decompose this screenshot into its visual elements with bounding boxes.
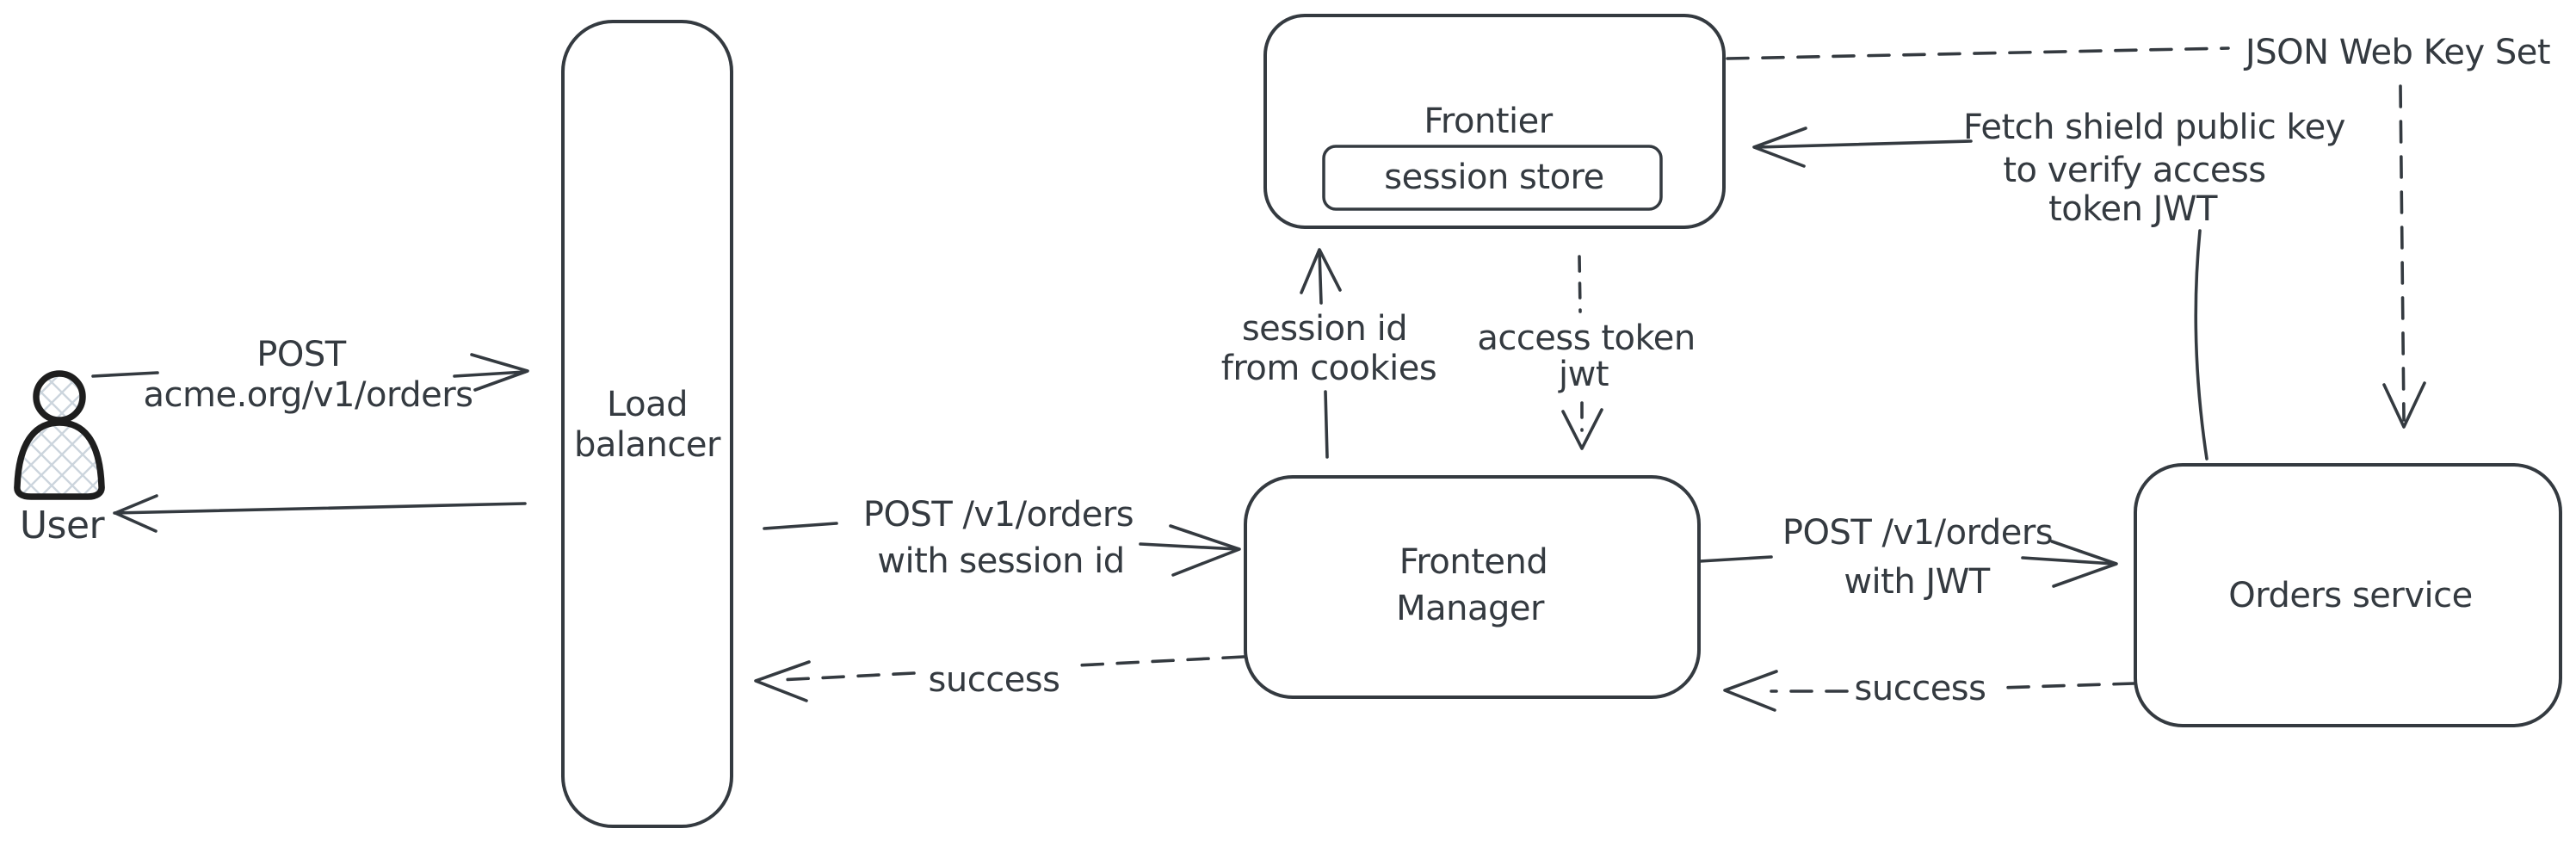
arrow-frontier-to-fm-access-token xyxy=(1561,255,1603,450)
label-session-id-line1: session id xyxy=(1242,309,1407,349)
arrow-fm-to-frontier-session-id xyxy=(1300,248,1342,459)
label-post-session-line1: POST /v1/orders xyxy=(863,495,1134,535)
load-balancer-node xyxy=(561,20,733,828)
arrow-fm-to-orders xyxy=(1698,540,2118,588)
arrow-lb-to-frontend-manager xyxy=(763,522,1241,577)
orders-service-label: Orders service xyxy=(2228,576,2473,615)
arrow-jwks-to-orders xyxy=(2382,84,2426,429)
arrow-load-balancer-to-user xyxy=(113,494,527,533)
load-balancer-label-line2: balancer xyxy=(574,425,721,465)
label-post-acme-line2: acme.org/v1/orders xyxy=(144,375,473,415)
label-success-left: success xyxy=(929,660,1060,700)
label-post-jwt-line2: with JWT xyxy=(1844,562,1990,602)
arrow-orders-to-frontier-fetch-key xyxy=(1752,127,2208,461)
label-fetch-key-line2: to verify access xyxy=(2003,151,2265,190)
label-post-acme-line1: POST xyxy=(256,335,346,374)
arrow-fm-to-lb-success xyxy=(754,655,1245,702)
label-access-token-line1: access token xyxy=(1477,318,1695,358)
session-store-label: session store xyxy=(1384,158,1603,197)
load-balancer-label-line1: Load xyxy=(607,385,688,424)
session-store-node xyxy=(1322,145,1663,211)
dashed-link-frontier-to-jwks xyxy=(1726,46,2230,60)
label-access-token-line2: jwt xyxy=(1558,355,1609,394)
arrow-orders-to-fm-success xyxy=(1723,670,2136,712)
label-fetch-key-line3: token JWT xyxy=(2048,189,2218,229)
label-post-session-line2: with session id xyxy=(877,541,1124,581)
jwks-label: JSON Web Key Set xyxy=(2243,33,2550,72)
label-session-id-line2: from cookies xyxy=(1221,349,1436,388)
label-post-jwt-line1: POST /v1/orders xyxy=(1782,513,2053,553)
user-label: User xyxy=(20,504,106,547)
frontend-manager-label-line1: Frontend xyxy=(1399,542,1548,582)
orders-service-node xyxy=(2134,463,2562,727)
user-actor-icon xyxy=(14,370,105,500)
frontend-manager-label-line2: Manager xyxy=(1396,589,1545,628)
frontier-label: Frontier xyxy=(1424,102,1553,141)
frontier-node xyxy=(1263,14,1726,229)
frontend-manager-node xyxy=(1244,475,1701,699)
label-fetch-key-line1: Fetch shield public key xyxy=(1963,108,2345,147)
label-success-right: success xyxy=(1855,669,1986,708)
arrow-user-to-load-balancer xyxy=(91,353,529,392)
